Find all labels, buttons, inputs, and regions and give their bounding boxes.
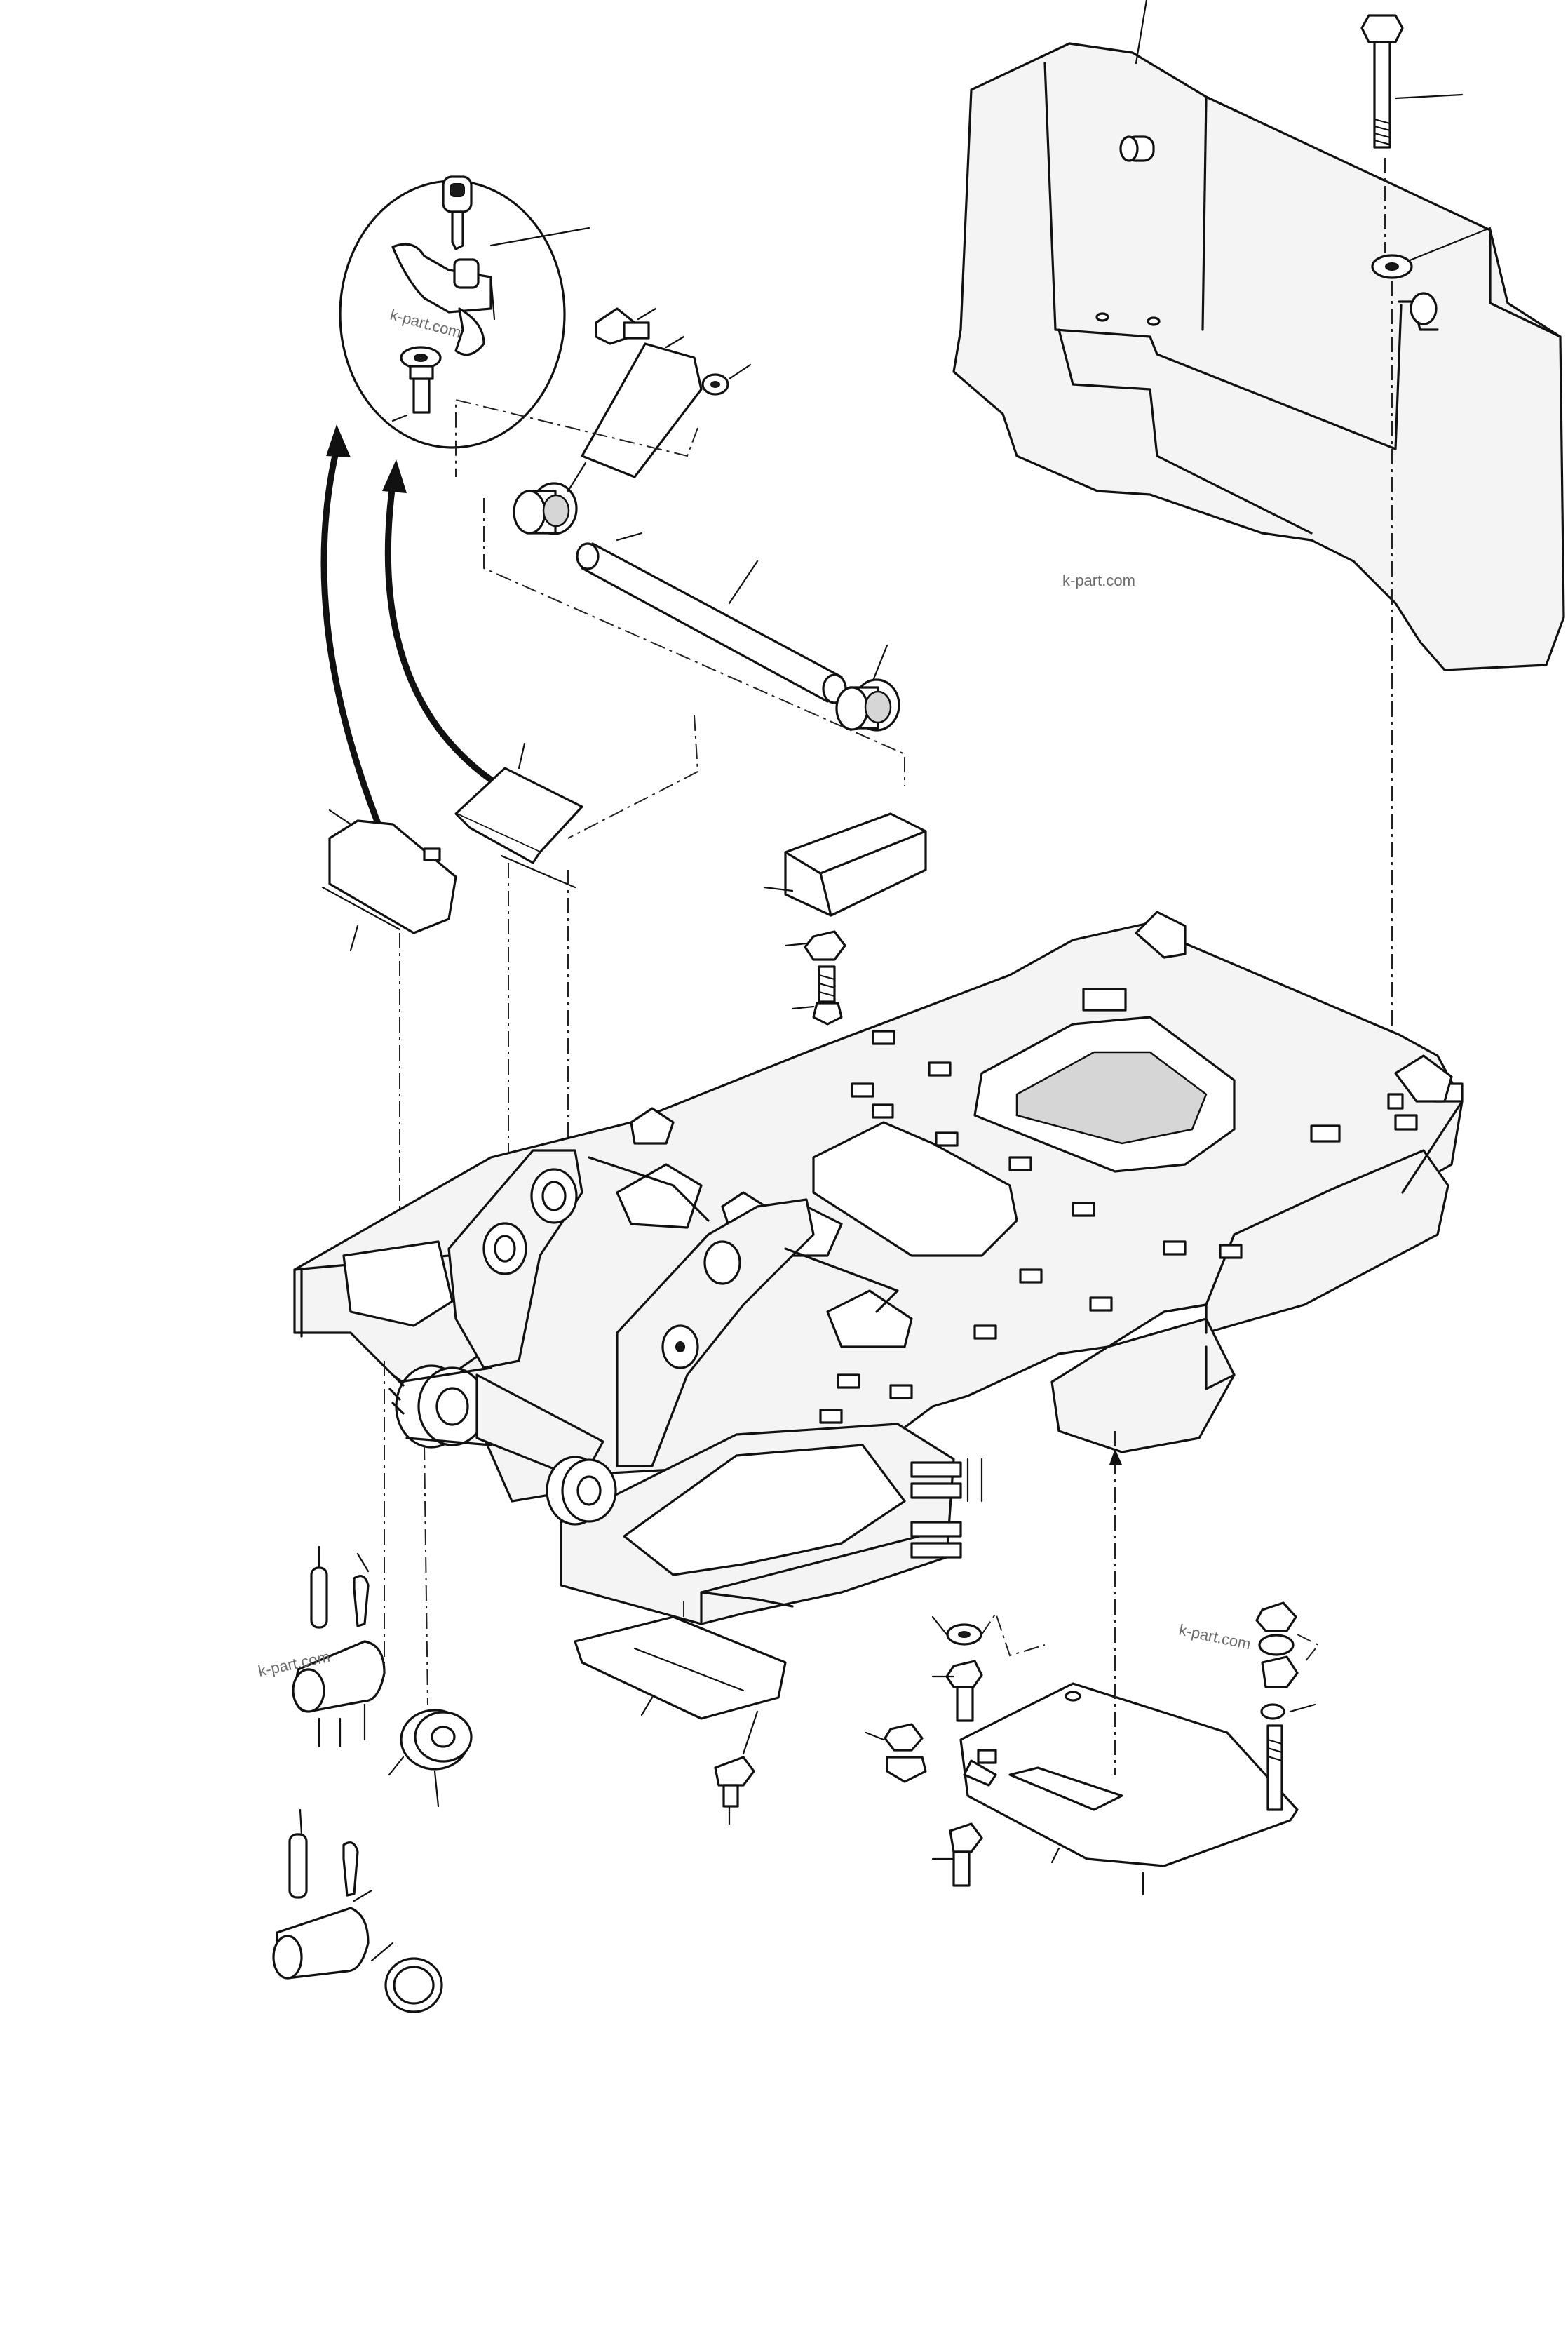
counterweight xyxy=(952,0,1565,671)
angle-bracket xyxy=(763,812,927,1026)
pin-set-lower xyxy=(272,1808,443,2013)
hinge-plate xyxy=(455,307,752,478)
watermark-2: k-part.com xyxy=(1062,572,1135,589)
deck-slots xyxy=(819,988,1464,1559)
counterweight-bolt xyxy=(1360,14,1492,1080)
washer-ring xyxy=(384,1361,473,1808)
shaft-assembly xyxy=(483,462,905,786)
under-cover xyxy=(574,1599,787,1825)
lock-detail-circle xyxy=(339,175,590,449)
watermark-4: k-part.com xyxy=(1177,1620,1252,1653)
floor-plates xyxy=(321,715,699,1319)
main-frame xyxy=(293,911,1464,1625)
pivot-rollers xyxy=(388,1364,617,1526)
rear-cover xyxy=(865,1431,1320,1895)
pin-set-upper xyxy=(292,1545,386,1748)
assembly-arrows xyxy=(320,424,507,861)
